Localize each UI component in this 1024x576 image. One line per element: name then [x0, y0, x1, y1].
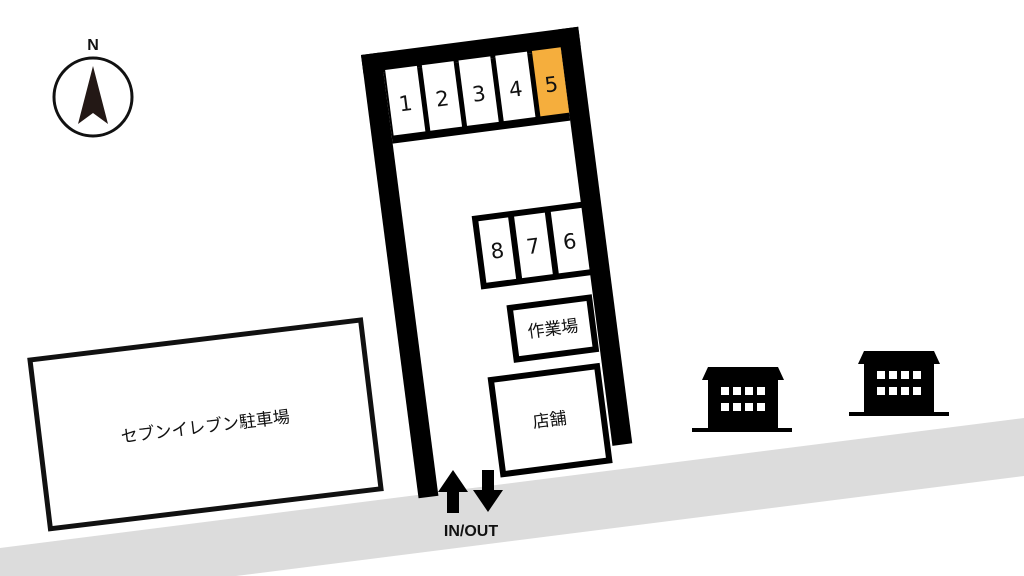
parking-space-5[interactable] [531, 47, 570, 117]
lot-wall-right [558, 26, 633, 446]
store [487, 362, 613, 478]
north-arrow-icon [78, 66, 108, 124]
parking-lot: 1 2 3 4 5 8 7 6 作業場 店舗 [361, 26, 633, 499]
compass-north-label: N [87, 37, 99, 54]
workshop [506, 294, 600, 363]
space-number: 4 [508, 77, 524, 103]
road [0, 418, 1024, 576]
lot-wall-left [361, 52, 439, 499]
house-icon [849, 351, 949, 416]
space-row-top: 1 2 3 4 5 [385, 47, 570, 136]
store-label: 店舗 [532, 409, 568, 433]
space-number: 5 [543, 72, 559, 98]
arrow-down-icon [473, 470, 503, 512]
parking-space-2[interactable] [421, 61, 463, 131]
seven-eleven-parking: セブンイレブン駐車場 [27, 317, 384, 532]
parking-space-4[interactable] [495, 51, 536, 122]
parking-space-3[interactable] [458, 56, 499, 126]
parking-space-6[interactable] [550, 207, 590, 274]
arrow-up-icon [438, 470, 468, 513]
entrance-label: IN/OUT [444, 523, 498, 540]
parking-space-8[interactable] [478, 217, 517, 283]
parking-space-1[interactable] [385, 65, 426, 136]
entrance: IN/OUT [438, 470, 503, 540]
space-number: 3 [471, 81, 487, 107]
space-number: 8 [489, 238, 505, 264]
space-row-middle: 8 7 6 [471, 201, 593, 290]
house-icon [692, 367, 792, 432]
space-number: 1 [397, 91, 413, 117]
lot-wall-top [361, 26, 581, 75]
compass: N [52, 37, 134, 138]
parking-space-7[interactable] [514, 212, 553, 279]
space-number: 7 [525, 234, 541, 260]
space-number: 2 [434, 86, 450, 112]
space-number: 6 [562, 229, 578, 255]
